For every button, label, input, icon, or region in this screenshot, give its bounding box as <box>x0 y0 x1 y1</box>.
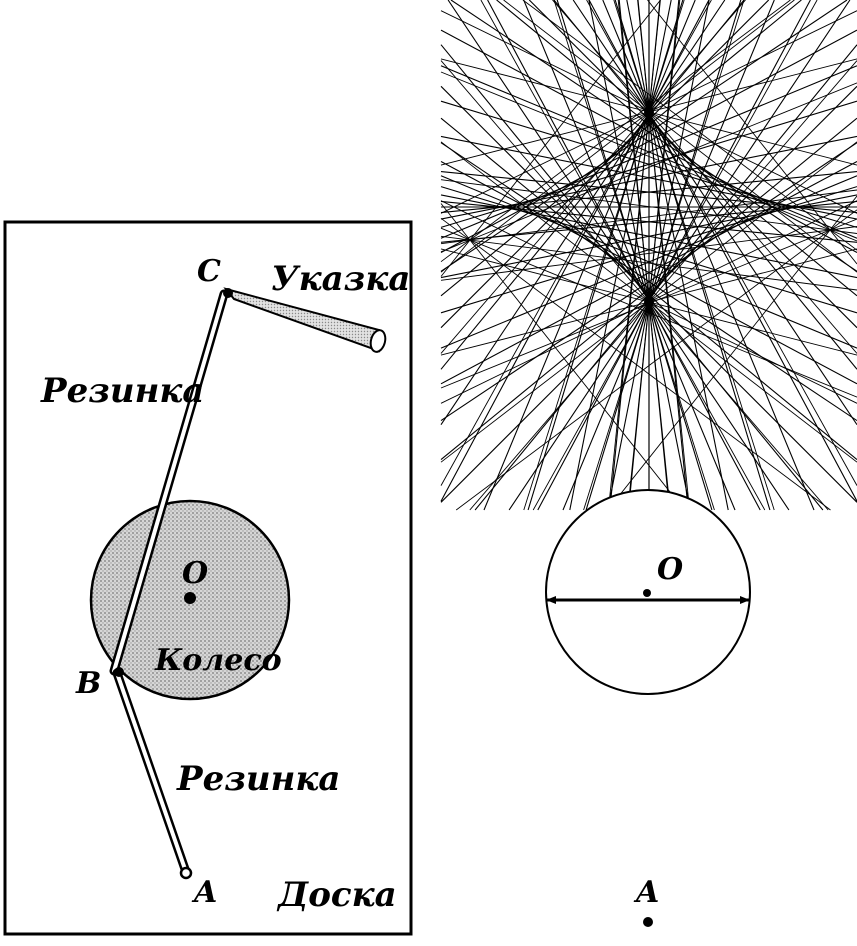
envelope-line <box>440 65 857 239</box>
envelope-line <box>469 60 857 511</box>
envelope-line <box>508 0 851 511</box>
envelope-line <box>532 0 818 511</box>
envelope-line <box>496 0 857 297</box>
envelope-line <box>440 226 857 281</box>
rubber-band-top <box>109 289 229 676</box>
envelope-line <box>450 0 857 272</box>
envelope-line <box>553 0 857 370</box>
label-wheel: Колесо <box>154 643 282 678</box>
envelope-line <box>569 0 672 511</box>
board-frame <box>3 220 413 936</box>
envelope-line <box>613 0 775 511</box>
envelope-line <box>626 0 729 511</box>
envelope-line <box>440 0 795 273</box>
envelope-line <box>627 0 681 511</box>
envelope-line <box>522 0 857 251</box>
label-center-o-right: O <box>657 552 683 587</box>
envelope-line <box>552 0 857 354</box>
envelope-line <box>440 0 661 277</box>
envelope-line <box>440 100 857 228</box>
label-board: Доска <box>276 875 397 915</box>
envelope-line <box>440 71 857 242</box>
envelope-lines <box>440 0 857 511</box>
label-point-c: C <box>197 254 221 289</box>
envelope-line <box>588 0 857 502</box>
envelope-line <box>503 0 857 273</box>
left-diagram: C Указка Резинка O Колесо B Резинка A До… <box>3 220 413 936</box>
label-rubber-bottom: Резинка <box>176 759 340 799</box>
envelope-line <box>483 0 696 511</box>
label-center-o: O <box>182 556 208 591</box>
diameter-arrow-right <box>740 596 750 604</box>
envelope-line <box>440 227 857 398</box>
point-b-dot <box>114 667 124 677</box>
envelope-line <box>440 0 726 426</box>
rubber-band-bottom <box>112 668 191 877</box>
envelope-line <box>562 0 775 511</box>
envelope-line <box>440 0 712 486</box>
envelope-line <box>523 0 736 511</box>
envelope-line <box>607 0 710 511</box>
label-rubber-top: Резинка <box>40 371 204 411</box>
envelope-line <box>440 82 857 253</box>
label-pointer: Указка <box>271 259 410 299</box>
envelope-line <box>440 171 857 214</box>
center-o-dot-right <box>643 589 651 597</box>
envelope-line <box>440 179 857 234</box>
envelope-line <box>572 0 857 426</box>
label-point-a-right: A <box>633 875 659 910</box>
diameter-arrow-left <box>546 596 556 604</box>
envelope-line <box>440 29 857 253</box>
envelope-line <box>487 0 761 511</box>
envelope-line <box>440 0 745 370</box>
envelope-line <box>440 0 791 263</box>
label-point-b: B <box>75 666 101 701</box>
envelope-line <box>583 0 745 511</box>
envelope-line <box>617 0 671 511</box>
envelope-line <box>440 0 710 502</box>
envelope-line <box>607 195 857 511</box>
cusp-bottom-dot <box>644 297 654 307</box>
envelope-line <box>602 0 815 511</box>
envelope-line <box>440 235 857 291</box>
envelope-line <box>523 0 685 511</box>
envelope-line <box>447 0 790 511</box>
cusp-top-dot <box>644 107 654 117</box>
point-a-dot-right <box>643 917 653 927</box>
envelope-line <box>647 0 857 265</box>
label-point-a: A <box>191 875 217 910</box>
envelope-line <box>537 0 811 511</box>
center-o-dot <box>184 592 196 604</box>
envelope-line <box>440 189 857 245</box>
envelope-line <box>440 203 685 511</box>
right-diagram: O A <box>440 0 857 927</box>
envelope-line <box>440 60 829 511</box>
point-a-dot <box>179 866 193 880</box>
envelope-line <box>440 217 831 511</box>
point-c-dot <box>223 288 233 298</box>
envelope-line <box>455 209 857 511</box>
